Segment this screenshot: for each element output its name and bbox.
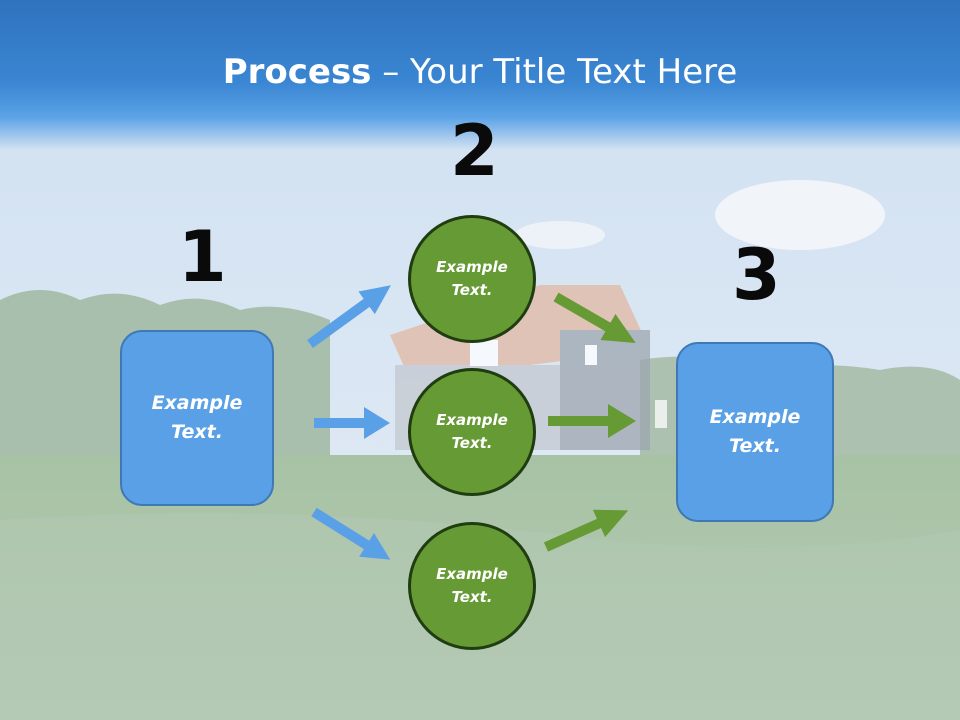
step-2-circle-bottom: Example Text. bbox=[408, 522, 536, 650]
blue-arrow-middle bbox=[314, 407, 390, 439]
step-3-box: Example Text. bbox=[676, 342, 834, 522]
step-number-2: 2 bbox=[450, 110, 499, 192]
step-number-1: 1 bbox=[178, 216, 227, 298]
blue-arrow-down bbox=[311, 507, 391, 560]
green-arrow-up bbox=[543, 509, 629, 552]
title-rest: – Your Title Text Here bbox=[371, 52, 738, 92]
title-bold: Process bbox=[222, 52, 372, 92]
step-1-box: Example Text. bbox=[120, 330, 274, 506]
step-1-text: Example Text. bbox=[151, 392, 243, 443]
step-number-3: 3 bbox=[732, 234, 781, 316]
circle-top-text: Example Text. bbox=[436, 258, 508, 299]
circle-bottom-text: Example Text. bbox=[436, 565, 508, 606]
step-3-text: Example Text. bbox=[709, 406, 801, 457]
green-arrow-down bbox=[553, 292, 636, 343]
green-arrow-middle bbox=[548, 404, 636, 438]
step-2-circle-middle: Example Text. bbox=[408, 368, 536, 496]
slide-title: Process – Your Title Text Here bbox=[0, 52, 960, 92]
circle-middle-text: Example Text. bbox=[436, 411, 508, 452]
step-2-circle-top: Example Text. bbox=[408, 215, 536, 343]
title-bar bbox=[0, 0, 960, 150]
blue-arrow-up bbox=[307, 285, 391, 349]
